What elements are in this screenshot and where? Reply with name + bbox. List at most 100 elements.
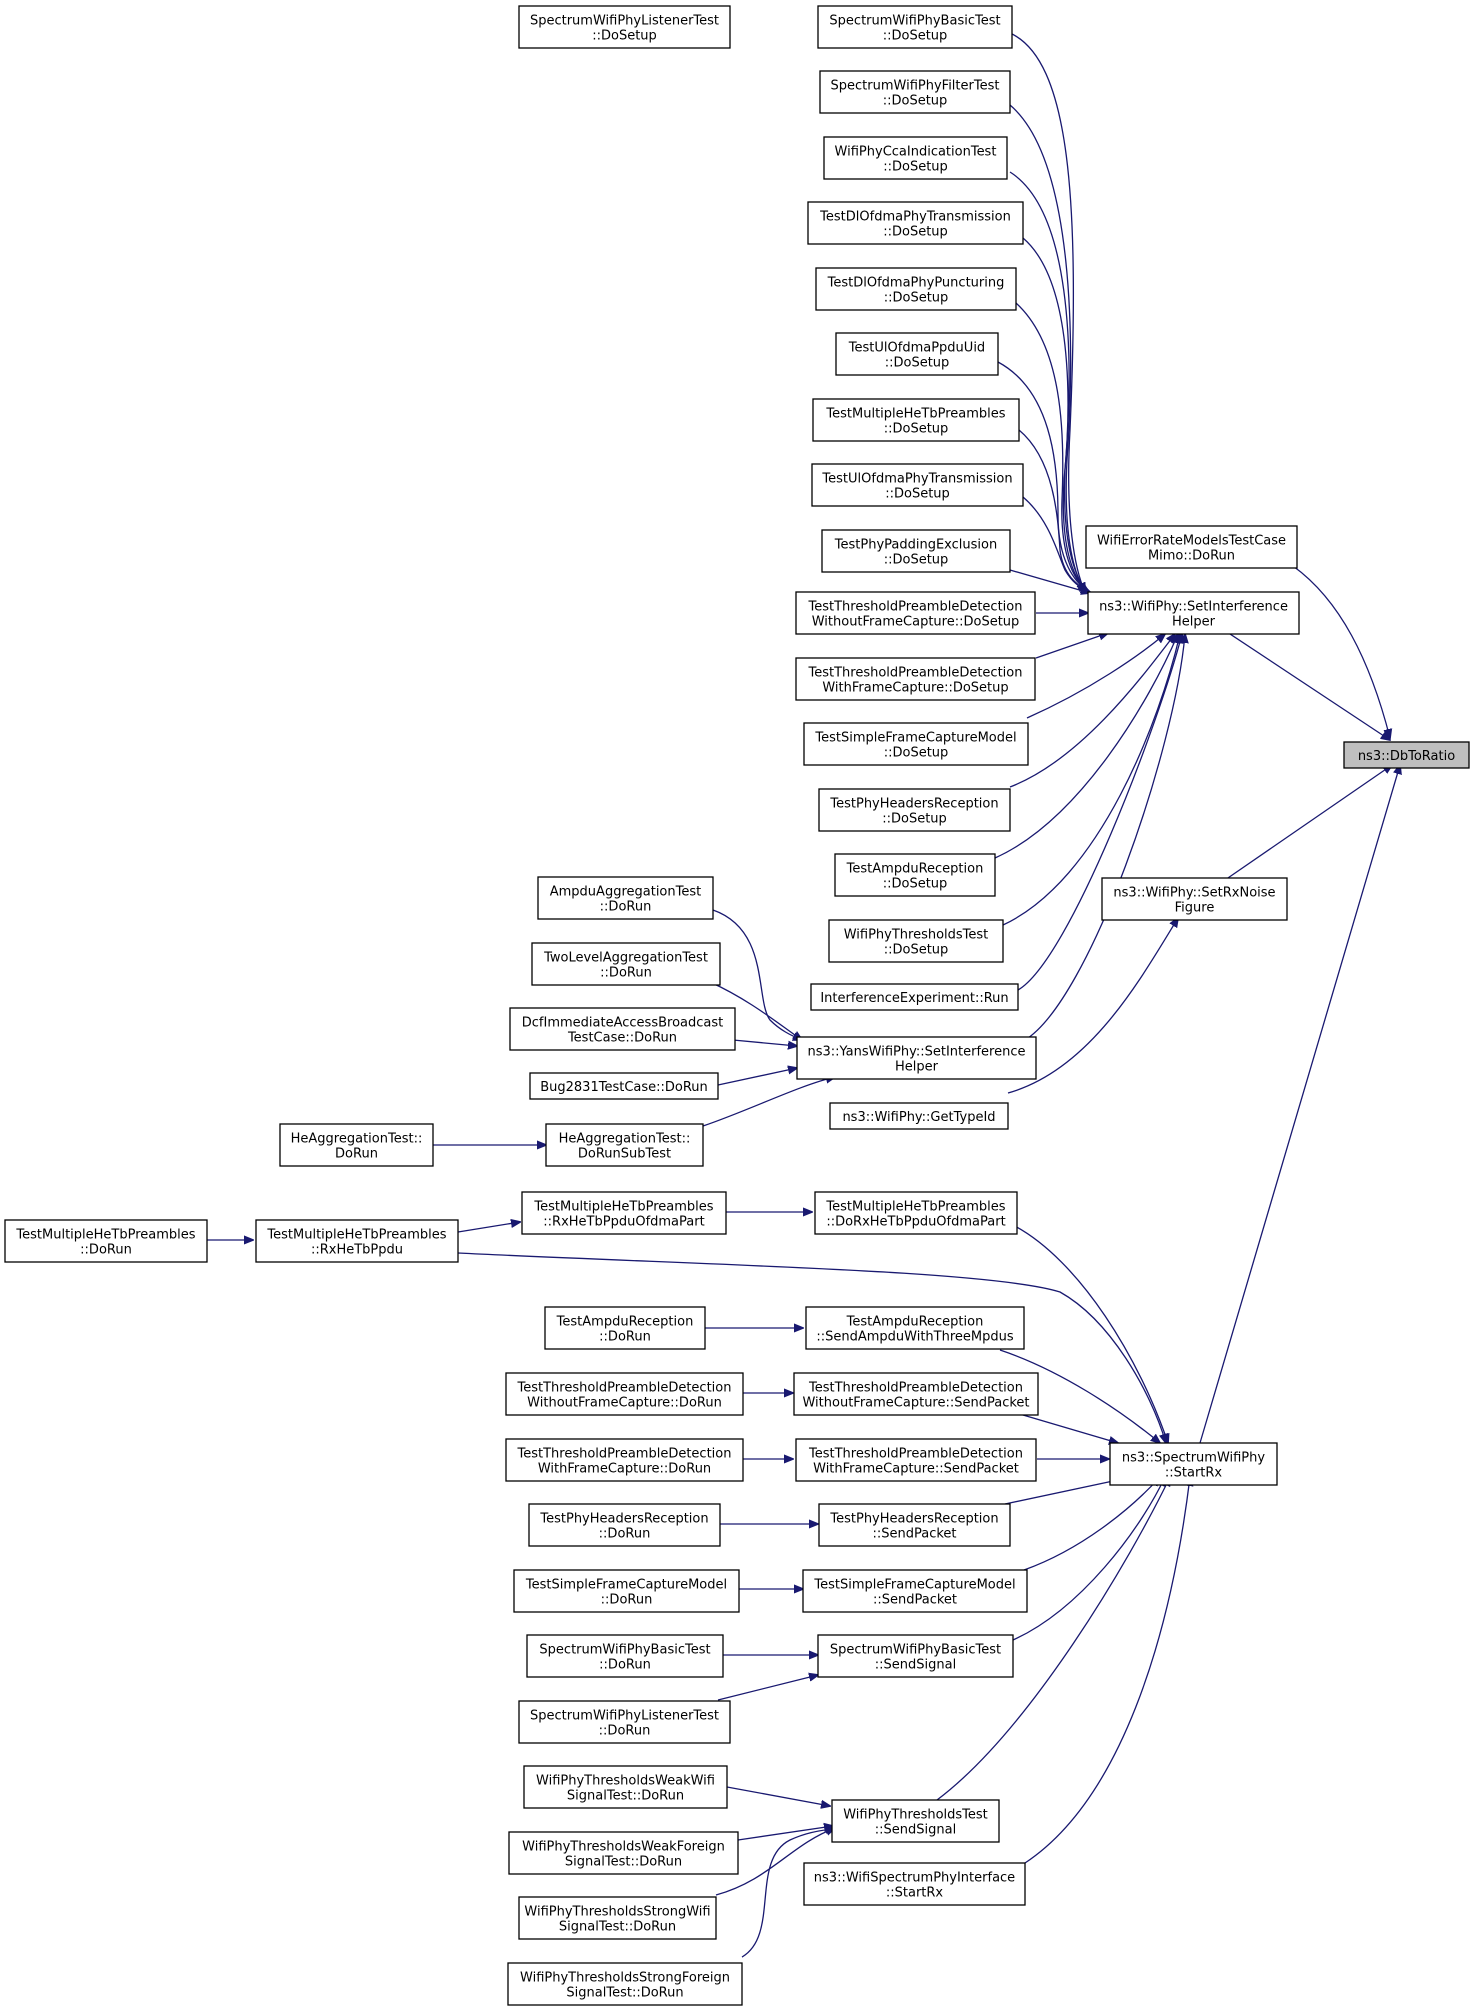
node-listener-dorun[interactable]: SpectrumWifiPhyListenerTest::DoRun: [518, 1700, 731, 1744]
node-thresh-w-sendpacket[interactable]: TestThresholdPreambleDetectionWithFrameC…: [795, 1438, 1037, 1482]
node-thresholds-sendsignal[interactable]: WifiPhyThresholdsTest::SendSignal: [831, 1799, 1000, 1843]
node-gettypeid[interactable]: ns3::WifiPhy::GetTypeId: [829, 1102, 1009, 1130]
node-bug2831-dorun[interactable]: Bug2831TestCase::DoRun: [529, 1072, 719, 1100]
node-box: [817, 1634, 1014, 1678]
node-ampdu-dosetup[interactable]: TestAmpduReception::DoSetup: [834, 853, 996, 897]
node-simplefc-dosetup[interactable]: TestSimpleFrameCaptureModel::DoSetup: [803, 722, 1029, 766]
node-box: [823, 136, 1008, 180]
edge-headers_dosetup-to-setinterference: [1009, 634, 1175, 788]
node-cca-dosetup[interactable]: WifiPhyCcaIndicationTest::DoSetup: [823, 136, 1008, 180]
node-headers-dosetup[interactable]: TestPhyHeadersReception::DoSetup: [818, 788, 1011, 832]
node-box: [814, 1191, 1018, 1235]
node-box: [1109, 1442, 1278, 1486]
node-label: Mimo::DoRun: [1148, 549, 1235, 564]
node-strongwifi-dorun[interactable]: WifiPhyThresholdsStrongWifiSignalTest::D…: [518, 1896, 717, 1940]
node-basic-dosetup[interactable]: SpectrumWifiPhyBasicTest::DoSetup: [817, 5, 1013, 49]
node-basic-sendsignal[interactable]: SpectrumWifiPhyBasicTest::SendSignal: [817, 1634, 1014, 1678]
node-ampdu-dorun[interactable]: TestAmpduReception::DoRun: [544, 1306, 706, 1350]
node-label: WifiPhyThresholdsStrongWifi: [524, 1905, 710, 1920]
node-thresh-wo-dosetup[interactable]: TestThresholdPreambleDetectionWithoutFra…: [795, 591, 1036, 635]
node-box: [810, 983, 1019, 1011]
node-label: ::DoSetup: [884, 553, 949, 568]
node-label: ::StartRx: [1165, 1466, 1223, 1481]
node-box: [1101, 877, 1288, 921]
node-basic-dorun[interactable]: SpectrumWifiPhyBasicTest::DoRun: [526, 1634, 724, 1678]
node-label: ::DoSetup: [884, 746, 949, 761]
node-label: TestUlOfdmaPpduUid: [848, 341, 985, 356]
node-box: [521, 1191, 727, 1235]
node-box: [537, 876, 714, 920]
node-thresh-wo-sendpacket[interactable]: TestThresholdPreambleDetectionWithoutFra…: [793, 1372, 1039, 1416]
node-label: ::DoSetup: [885, 356, 950, 371]
node-box: [796, 1036, 1037, 1080]
node-box: [819, 70, 1011, 114]
node-dbtoratio[interactable]: ns3::DbToRatio: [1343, 741, 1470, 769]
edge-dlofdmatx_dosetup-to-setinterference: [1022, 237, 1087, 592]
node-dlofdmapunct-dosetup[interactable]: TestDlOfdmaPhyPuncturing::DoSetup: [815, 267, 1017, 311]
node-multihetb-dosetup[interactable]: TestMultipleHeTbPreambles::DoSetup: [812, 398, 1020, 442]
node-label: ns3::WifiPhy::GetTypeId: [842, 1110, 995, 1125]
node-thresh-w-dosetup[interactable]: TestThresholdPreambleDetectionWithFrameC…: [795, 657, 1036, 701]
node-ampdu-sendthree[interactable]: TestAmpduReception::SendAmpduWithThreeMp…: [805, 1306, 1025, 1350]
node-box: [1085, 525, 1298, 569]
node-strongforeign-dorun[interactable]: WifiPhyThresholdsStrongForeignSignalTest…: [507, 1962, 743, 2006]
node-label: TestThresholdPreambleDetection: [808, 1447, 1023, 1462]
node-thresh-w-dorun[interactable]: TestThresholdPreambleDetectionWithFrameC…: [505, 1438, 744, 1482]
node-multihetb-dorxofdmapart[interactable]: TestMultipleHeTbPreambles::DoRxHeTbPpduO…: [814, 1191, 1018, 1235]
node-ampduagg-dorun[interactable]: AmpduAggregationTest::DoRun: [537, 876, 714, 920]
node-ulofdmatx-dosetup[interactable]: TestUlOfdmaPhyTransmission::DoSetup: [811, 463, 1024, 507]
node-label: ::DoSetup: [883, 94, 948, 109]
node-label: AmpduAggregationTest: [550, 885, 701, 900]
node-multihetb-rxofdmapart[interactable]: TestMultipleHeTbPreambles::RxHeTbPpduOfd…: [521, 1191, 727, 1235]
node-label: SpectrumWifiPhyListenerTest: [530, 14, 719, 29]
edge-filter_dosetup-to-setinterference: [1009, 104, 1085, 592]
node-spectrumstartrx[interactable]: ns3::SpectrumWifiPhy::StartRx: [1109, 1442, 1278, 1486]
node-box: [509, 1007, 736, 1051]
node-headers-dorun[interactable]: TestPhyHeadersReception::DoRun: [528, 1503, 721, 1547]
node-label: SpectrumWifiPhyBasicTest: [539, 1643, 710, 1658]
node-box: [795, 1438, 1037, 1482]
edge-thresholds_sendsignal-to-spectrumstartrx: [936, 1477, 1170, 1801]
node-label: WithoutFrameCapture::SendPacket: [802, 1396, 1029, 1411]
node-box: [805, 1306, 1025, 1350]
node-label: TestPhyHeadersReception: [829, 797, 998, 812]
node-heagg-dorun[interactable]: HeAggregationTest::DoRun: [279, 1123, 434, 1167]
node-padding-dosetup[interactable]: TestPhyPaddingExclusion::DoSetup: [821, 529, 1011, 573]
node-multihetb-dorun[interactable]: TestMultipleHeTbPreambles::DoRun: [4, 1219, 208, 1263]
node-filter-dosetup[interactable]: SpectrumWifiPhyFilterTest::DoSetup: [819, 70, 1011, 114]
node-box: [518, 1700, 731, 1744]
node-label: SpectrumWifiPhyBasicTest: [830, 1643, 1001, 1658]
node-label: ::DoRxHeTbPpduOfdmaPart: [826, 1215, 1005, 1230]
node-multihetb-rxhetbppdu[interactable]: TestMultipleHeTbPreambles::RxHeTbPpdu: [255, 1219, 459, 1263]
node-ulofdmauid-dosetup[interactable]: TestUlOfdmaPpduUid::DoSetup: [835, 332, 999, 376]
node-headers-sendpacket[interactable]: TestPhyHeadersReception::SendPacket: [818, 1503, 1011, 1547]
node-simplefc-sendpacket[interactable]: TestSimpleFrameCaptureModel::SendPacket: [802, 1569, 1028, 1613]
node-spectrumif-startrx[interactable]: ns3::WifiSpectrumPhyInterface::StartRx: [803, 1862, 1026, 1906]
edge-dorxofdmapart-to-spectrumstartrx: [1012, 1224, 1168, 1443]
node-weakforeign-dorun[interactable]: WifiPhyThresholdsWeakForeignSignalTest::…: [508, 1831, 739, 1875]
node-label: ::DoRun: [80, 1243, 132, 1258]
node-heagg-dorunsubtest[interactable]: HeAggregationTest::DoRunSubTest: [545, 1123, 704, 1167]
node-label: WithoutFrameCapture::DoSetup: [812, 615, 1020, 630]
node-thresholds-dosetup[interactable]: WifiPhyThresholdsTest::DoSetup: [828, 919, 1004, 963]
node-label: TestAmpduReception: [846, 862, 984, 877]
node-listener-dosetup[interactable]: SpectrumWifiPhyListenerTest::DoSetup: [518, 5, 731, 49]
node-simplefc-dorun[interactable]: TestSimpleFrameCaptureModel::DoRun: [513, 1569, 740, 1613]
node-label: ::DoSetup: [884, 422, 949, 437]
node-label: TestPhyHeadersReception: [829, 1512, 998, 1527]
node-box: [795, 591, 1036, 635]
node-twolevel-dorun[interactable]: TwoLevelAggregationTest::DoRun: [531, 942, 721, 986]
node-weakwifi-dorun[interactable]: WifiPhyThresholdsWeakWifiSignalTest::DoR…: [523, 1765, 728, 1809]
node-label: SignalTest::DoRun: [565, 1855, 682, 1870]
node-interference-run[interactable]: InterferenceExperiment::Run: [810, 983, 1019, 1011]
edge-listener_dorun-to-sendsignal: [717, 1675, 818, 1701]
node-label: ::DoSetup: [592, 29, 657, 44]
node-thresh-wo-dorun[interactable]: TestThresholdPreambleDetectionWithoutFra…: [505, 1372, 744, 1416]
edge-padding_dosetup-to-setinterference: [1009, 569, 1090, 593]
node-dlofdmatx-dosetup[interactable]: TestDlOfdmaPhyTransmission::DoSetup: [807, 201, 1024, 245]
node-dcf-dorun[interactable]: DcfImmediateAccessBroadcastTestCase::DoR…: [509, 1007, 736, 1051]
